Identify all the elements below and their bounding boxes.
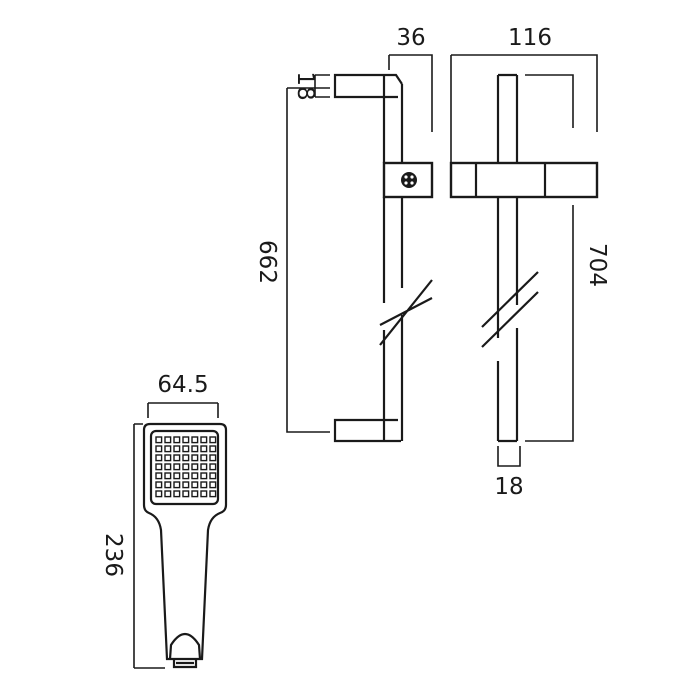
nozzle: [173, 463, 181, 471]
rail-front-caps: [498, 73, 517, 443]
rail-front-view: [449, 73, 599, 443]
nozzle: [200, 490, 208, 498]
nozzle: [200, 454, 208, 462]
nozzle: [155, 490, 163, 498]
nozzle: [191, 436, 199, 444]
nozzle: [182, 481, 190, 489]
slider-front-divisions: [474, 163, 547, 197]
nozzle: [182, 454, 190, 462]
nozzle: [173, 481, 181, 489]
nozzle: [164, 436, 172, 444]
dimension-label-116: 116: [508, 25, 552, 51]
nozzle: [209, 436, 217, 444]
nozzle: [191, 481, 199, 489]
nozzle: [209, 463, 217, 471]
nozzle: [155, 481, 163, 489]
break-lines-front: [481, 271, 539, 348]
nozzle: [164, 490, 172, 498]
nozzle: [173, 472, 181, 480]
nozzle: [200, 472, 208, 480]
nozzle: [155, 436, 163, 444]
nozzle: [173, 436, 181, 444]
nozzle-grid: [155, 436, 217, 498]
nozzle: [155, 472, 163, 480]
bottom-arm-side: [333, 418, 401, 443]
dimension-label-236: 236: [100, 533, 126, 577]
nozzle: [200, 481, 208, 489]
top-arm-side: [333, 73, 398, 99]
nozzle: [191, 472, 199, 480]
nozzle: [164, 454, 172, 462]
nozzle: [164, 481, 172, 489]
nozzle: [164, 445, 172, 453]
knob-icon: [401, 172, 417, 188]
nozzle: [182, 436, 190, 444]
nozzle: [209, 481, 217, 489]
rail-side-cap: [384, 73, 403, 85]
nozzle: [182, 472, 190, 480]
slider-side: [382, 161, 434, 199]
nozzle: [182, 490, 190, 498]
dimension-label-18-bottom: 18: [494, 474, 523, 500]
nozzle: [200, 436, 208, 444]
nozzle: [191, 445, 199, 453]
break-lines-side: [379, 279, 433, 346]
handset-outline: [142, 422, 228, 661]
dimension-label-704: 704: [584, 243, 610, 287]
nozzle: [155, 454, 163, 462]
dimension-label-18-top: 18: [292, 71, 318, 100]
nozzle: [155, 445, 163, 453]
nozzle: [209, 472, 217, 480]
nozzle: [191, 454, 199, 462]
nozzle: [173, 445, 181, 453]
dimension-label-64-5: 64.5: [157, 372, 208, 398]
nozzle: [173, 490, 181, 498]
nozzle: [155, 463, 163, 471]
nozzle: [173, 454, 181, 462]
nozzle: [200, 463, 208, 471]
nozzle: [209, 490, 217, 498]
nozzle: [182, 445, 190, 453]
dimension-label-662: 662: [254, 240, 280, 284]
nozzle: [182, 463, 190, 471]
nozzle: [209, 454, 217, 462]
rail-side-view: [333, 73, 434, 443]
nozzle: [191, 463, 199, 471]
slider-front: [449, 161, 599, 199]
hose-connector-icon: [168, 632, 202, 669]
nozzle: [164, 463, 172, 471]
handset: [142, 422, 228, 669]
nozzle: [200, 445, 208, 453]
dimension-lines: [133, 54, 598, 669]
nozzle: [209, 445, 217, 453]
nozzle: [164, 472, 172, 480]
nozzle: [191, 490, 199, 498]
dimension-label-36: 36: [396, 25, 425, 51]
spray-face-icon: [149, 429, 220, 506]
